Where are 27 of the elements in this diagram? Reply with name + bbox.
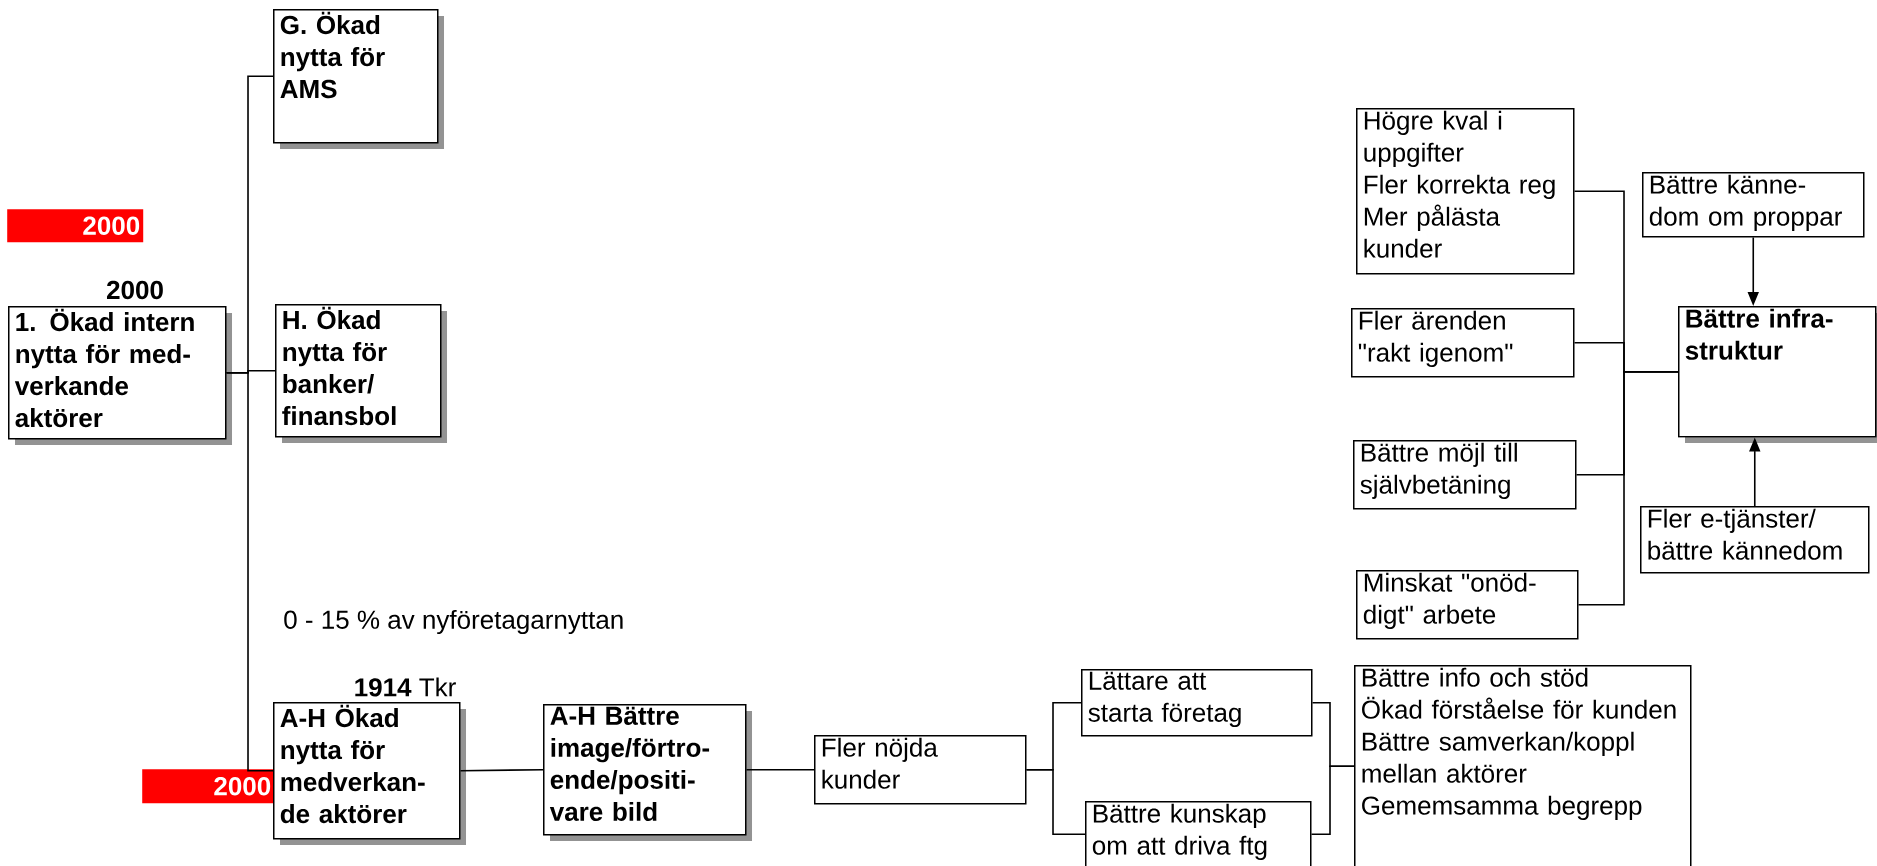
process-box: Bättre känne- dom om proppar — [1642, 172, 1865, 238]
process-box: G. Ökad nytta för AMS — [273, 9, 444, 149]
value-label: 2000 — [107, 280, 163, 300]
process-box: H. Ökad nytta för banker/ finansbol — [275, 304, 447, 443]
process-box: 1. Ökad intern nytta för med- verkande aktörer — [8, 306, 232, 445]
connector-line — [225, 371, 274, 772]
process-box: Bättre möjl till självbetäning — [1353, 440, 1577, 510]
process-box: A-H Ökad nytta för medverkan- de aktörer — [273, 702, 466, 845]
note-text: 0 - 15 % av nyföretagarnyttan — [284, 609, 623, 635]
process-box: Bättre kunskap om att driva ftg — [1085, 801, 1312, 866]
connector-line — [1577, 370, 1679, 606]
value-label: 1914 Tkr — [355, 677, 456, 697]
connector-line — [1025, 768, 1086, 836]
connector-line — [745, 768, 815, 771]
highlight-bar: 2000 — [142, 769, 275, 804]
process-box: Högre kval i uppgifter Fler korrekta reg Mer pålästa kunder — [1356, 108, 1575, 275]
process-box: Minskat "onöd- digt" arbete — [1356, 570, 1579, 640]
process-box: Bättre infra- struktur — [1678, 306, 1877, 443]
process-box: Fler ärenden "rakt igenom" — [1351, 308, 1575, 378]
process-box: Fler e-tjänster/ bättre kännedom — [1640, 506, 1870, 574]
process-box: Fler nöjda kunder — [814, 735, 1027, 805]
process-box: A-H Bättre image/förtro- ende/positi- vare bild — [543, 704, 752, 841]
process-box: Lättare att starta företag — [1081, 669, 1313, 737]
highlight-bar: 2000 — [7, 209, 144, 243]
connector-line — [1310, 765, 1355, 836]
connector-line — [459, 768, 544, 772]
process-box: Bättre info och stöd Ökad förståelse för kunden Bättre samverkan/koppl mellan aktörer Gememsamma begrepp — [1354, 665, 1692, 866]
